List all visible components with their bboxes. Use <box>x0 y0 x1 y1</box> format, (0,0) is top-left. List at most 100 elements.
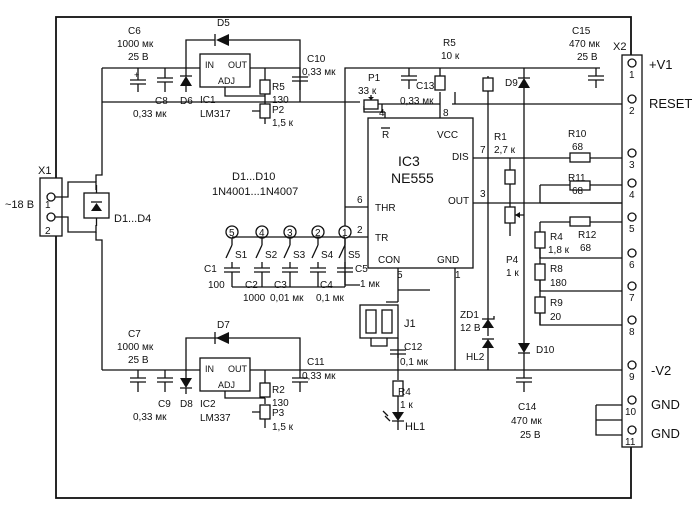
x2-pin-number: 11 <box>625 437 636 448</box>
ic3-pin-vcc: VCC <box>437 130 458 141</box>
c5-value: 1 мк <box>360 279 380 290</box>
p2-ref: P2 <box>272 105 285 116</box>
jumper-j1: J1 <box>359 304 416 339</box>
label-reset: RESET <box>649 96 692 111</box>
ic3-pin-thr: THR <box>375 203 396 214</box>
d9-ref: D9 <box>505 78 518 89</box>
ic3-num-2: 2 <box>357 225 363 236</box>
d6-ref: D6 <box>180 96 193 107</box>
d5-ref: D5 <box>217 18 230 29</box>
ic3-pin-dis: DIS <box>452 152 469 163</box>
x2-pin-10: 10 <box>625 395 637 418</box>
capacitor-c7: C7 1000 мк 25 В <box>117 329 154 392</box>
r5a-value: 130 <box>272 95 289 106</box>
x2-pin-number: 6 <box>629 260 635 271</box>
c7-value: 1000 мк <box>117 342 154 353</box>
x1-ref: X1 <box>38 165 51 177</box>
capacitor-c8: C8 0,33 мк <box>133 68 173 120</box>
c4-ref: C4 <box>320 280 333 291</box>
led-hl1: HL1 <box>382 410 425 433</box>
ic3-num-6: 6 <box>357 195 363 206</box>
c9-value: 0,33 мк <box>133 412 167 423</box>
x2-pin-6: 6 <box>627 248 637 271</box>
c2-ref: C2 <box>245 280 258 291</box>
ic3-pin-gnd: GND <box>437 255 459 266</box>
input-voltage-label: ~18 В <box>5 199 34 211</box>
timer-ic3: R VCC IC3 NE555 DIS OUT THR TR CON GND 4… <box>357 108 486 281</box>
label-gnd-11: GND <box>651 426 680 441</box>
ic1-pin-in: IN <box>205 60 214 70</box>
diodes-note-refs: D1...D10 <box>232 171 275 183</box>
r2-ref: R2 <box>272 385 285 396</box>
p1-ref: P1 <box>368 73 381 84</box>
r2-value: 130 <box>272 398 289 409</box>
diode-d6: D6 <box>180 68 193 107</box>
c4-value: 0,1 мк <box>316 293 345 304</box>
switch-position-number: 1 <box>342 228 348 239</box>
r12-value: 68 <box>580 243 592 254</box>
ic2-ref: IC2 <box>200 399 216 410</box>
switch-s3: 3S3 <box>282 225 306 287</box>
r8-ref: R8 <box>550 264 563 275</box>
c5-ref: C5 <box>355 264 368 275</box>
ic3-part: NE555 <box>391 170 434 186</box>
switch-position-number: 3 <box>287 228 293 239</box>
resistor-r2: R2 130 <box>224 370 289 409</box>
x2-pin-number: 8 <box>629 327 635 338</box>
c12-ref: C12 <box>404 342 423 353</box>
r9-value: 20 <box>550 312 562 323</box>
c9-ref: C9 <box>158 399 171 410</box>
c3-value: 0,01 мк <box>270 293 304 304</box>
resistor-r10: R10 68 <box>568 129 591 163</box>
c14-voltage: 25 В <box>520 430 541 441</box>
x2-pin-7: 7 <box>627 281 637 304</box>
capacitor-c9: C9 0,33 мк <box>133 370 173 423</box>
x2-pin-number: 9 <box>629 372 635 383</box>
hl1-ref: HL1 <box>405 421 425 433</box>
c3-ref: C3 <box>274 280 287 291</box>
switch-s2: 4S2 <box>254 225 278 287</box>
x2-pin-2: 2 <box>627 94 637 117</box>
switch-s1: 5S1 <box>224 225 248 287</box>
potentiometer-p4: P4 1 к <box>504 206 524 279</box>
ic2-pin-in: IN <box>205 364 214 374</box>
x2-pin-number: 10 <box>625 407 637 418</box>
c2-value: 1000 <box>243 293 266 304</box>
p3-ref: P3 <box>272 408 285 419</box>
switch-label: S2 <box>265 250 278 261</box>
ic3-ref: IC3 <box>398 153 420 169</box>
r4a-ref: R4 <box>550 232 563 243</box>
ic3-num-8: 8 <box>443 108 449 119</box>
r11-ref: R11 <box>568 173 586 184</box>
r1-value: 2,7 к <box>494 145 516 156</box>
d10-ref: D10 <box>536 345 555 356</box>
ic1-part: LM317 <box>200 109 231 120</box>
bridge-rectifier: D1...D4 <box>83 185 151 226</box>
c15-voltage: 25 В <box>577 52 598 63</box>
capacitor-c12: C12 0,1 мк <box>390 342 429 368</box>
ic1-pin-out: OUT <box>228 60 248 70</box>
switch-label: S4 <box>321 250 334 261</box>
regulator-ic2: IN OUT ADJ IC2 LM337 <box>199 357 251 424</box>
ic3-pin-out: OUT <box>448 196 469 207</box>
potentiometer-p3: P3 1,5 к <box>252 404 294 433</box>
c15-ref: C15 <box>572 26 591 37</box>
capacitor-c6: C6 1000 мк 25 В + <box>117 26 154 92</box>
x2-pin-4: 4 <box>627 178 637 201</box>
d8-ref: D8 <box>180 399 193 410</box>
p1-value: 33 к <box>358 86 377 97</box>
c6-ref: C6 <box>128 26 141 37</box>
x2-pin-3: 3 <box>627 148 637 171</box>
c6-value: 1000 мк <box>117 39 154 50</box>
diode-d7: D7 <box>214 320 230 344</box>
x2-pin-number: 5 <box>629 224 635 235</box>
x1-pin-1: 1 <box>45 200 51 211</box>
x2-pin-11: 11 <box>625 425 637 448</box>
x2-pin-number: 7 <box>629 293 635 304</box>
c7-ref: C7 <box>128 329 141 340</box>
switch-position-number: 2 <box>315 228 321 239</box>
c10-ref: C10 <box>307 54 326 65</box>
resistor-r9: R9 20 <box>534 296 628 326</box>
